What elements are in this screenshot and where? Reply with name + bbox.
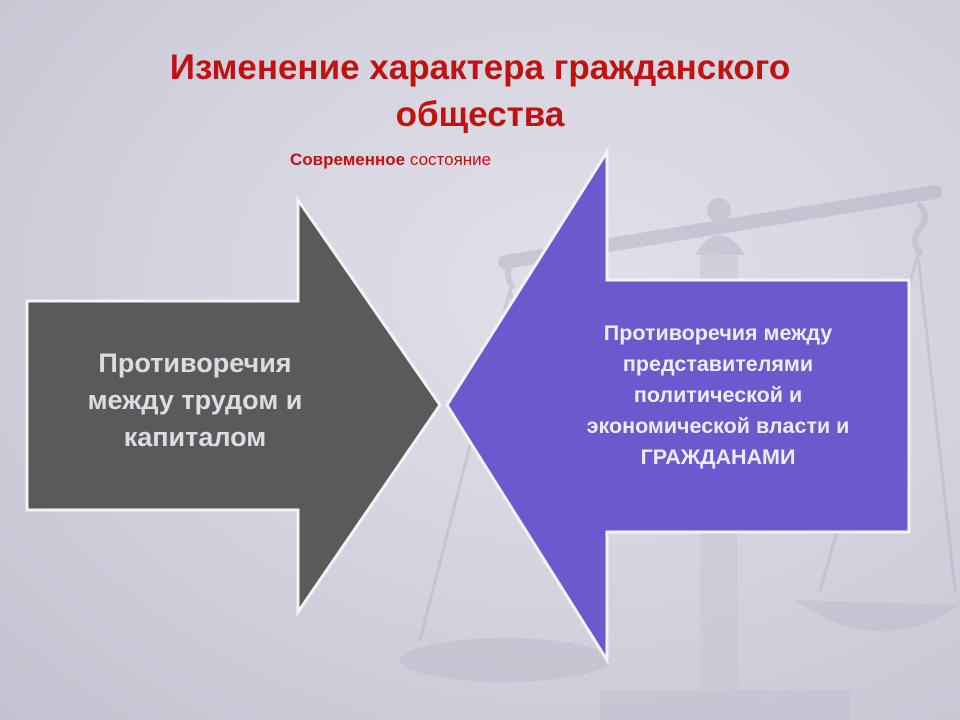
left-arrow-shape — [25, 195, 442, 617]
right-arrow-line: экономической власти и — [586, 414, 850, 438]
right-arrow-line: ГРАЖДАНАМИ — [640, 445, 796, 469]
right-arrow-shape — [445, 146, 911, 666]
left-arrow-line: Противоречия — [98, 348, 292, 378]
left-arrow-label: Противоречия между трудом и капиталом — [40, 345, 350, 456]
subtitle-word-2: состояние — [409, 150, 492, 169]
slide-title-line-1: Изменение характера гражданского — [169, 48, 791, 87]
left-arrow-line: между трудом и — [87, 385, 303, 415]
right-arrow-label: Противоречия между представителями полит… — [548, 318, 888, 473]
slide-subtitle: Современное состояние — [290, 150, 491, 170]
right-arrow-line: Противоречия между — [603, 321, 833, 345]
right-arrow-line: представителями — [622, 352, 814, 376]
left-arrow-line: капиталом — [123, 422, 267, 452]
subtitle-word-1: Современное — [290, 150, 406, 169]
slide-title-line-2: общества — [395, 95, 565, 134]
right-arrow-line: политической и — [633, 383, 803, 407]
